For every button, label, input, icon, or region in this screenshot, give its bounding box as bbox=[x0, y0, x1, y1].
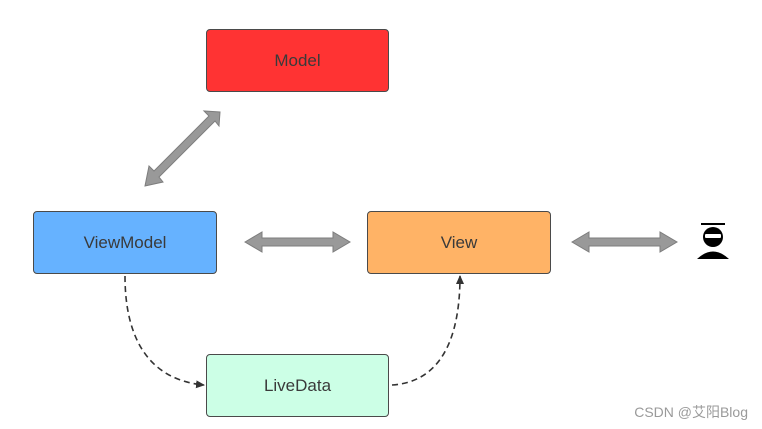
view-node: View bbox=[367, 211, 551, 274]
livedata-label: LiveData bbox=[263, 375, 332, 395]
livedata-view-dashed-edge bbox=[391, 275, 464, 386]
model-label: Model bbox=[274, 50, 321, 70]
livedata-node: LiveData bbox=[206, 354, 389, 417]
viewmodel-livedata-dashed-edge bbox=[124, 275, 205, 389]
viewmodel-view-double-arrow bbox=[244, 231, 351, 253]
view-user-double-arrow bbox=[571, 231, 678, 253]
user-icon bbox=[697, 223, 729, 259]
viewmodel-label: ViewModel bbox=[83, 232, 167, 252]
watermark: CSDN @艾阳Blog bbox=[634, 404, 748, 420]
model-viewmodel-double-arrow bbox=[144, 110, 221, 187]
view-label: View bbox=[440, 232, 478, 252]
viewmodel-node: ViewModel bbox=[33, 211, 217, 274]
model-node: Model bbox=[206, 29, 389, 92]
